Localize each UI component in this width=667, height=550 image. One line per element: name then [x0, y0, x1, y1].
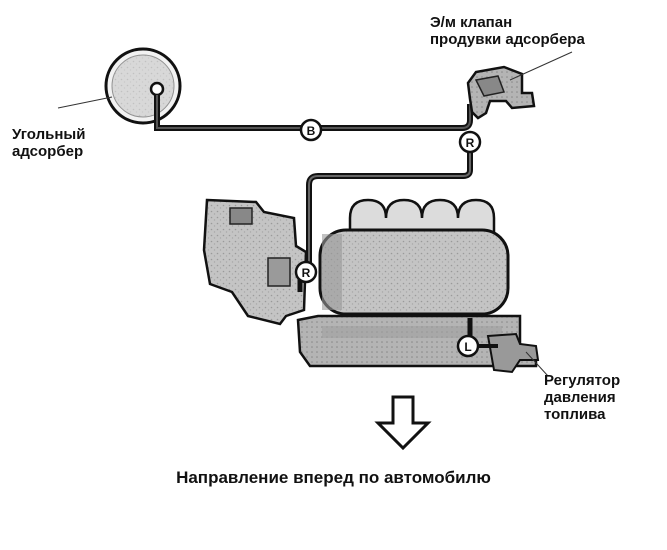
regulator-label-line2: давления	[544, 389, 616, 406]
hose-to-engine	[306, 150, 473, 272]
regulator-label-line3: топлива	[544, 406, 606, 423]
purge-valve-label-line1: Э/м клапан	[430, 14, 513, 31]
connector-b: B	[299, 118, 323, 142]
connector-r-valve: R	[458, 130, 482, 154]
valve-leader-line	[509, 51, 573, 81]
purge-valve-label: Э/м клапан продувки адсорбера	[430, 14, 585, 48]
fuel-pressure-regulator-label: Регулятор давления топлива	[544, 372, 620, 423]
regulator-leader-line	[525, 351, 549, 377]
charcoal-canister-label-line2: адсорбер	[12, 143, 84, 160]
charcoal-canister	[104, 47, 182, 125]
engine-assembly	[202, 198, 540, 374]
connector-b-label: B	[307, 124, 316, 138]
connector-l: L	[456, 318, 498, 358]
connector-r-engine-label: R	[302, 266, 311, 280]
charcoal-canister-label: Угольный адсорбер	[12, 126, 85, 160]
purge-valve	[466, 65, 536, 120]
charcoal-canister-label-line1: Угольный	[12, 126, 86, 143]
connector-l-label: L	[464, 340, 471, 354]
forward-direction-caption: Направление вперед по автомобилю	[176, 468, 491, 487]
purge-valve-label-line2: продувки адсорбера	[430, 31, 585, 48]
connector-r-engine: R	[294, 260, 318, 292]
adsorber-leader-line	[57, 96, 113, 109]
connector-r-valve-label: R	[466, 136, 475, 150]
purge-hose	[154, 95, 473, 131]
regulator-label-line1: Регулятор	[544, 372, 621, 389]
forward-arrow-icon	[374, 395, 432, 451]
